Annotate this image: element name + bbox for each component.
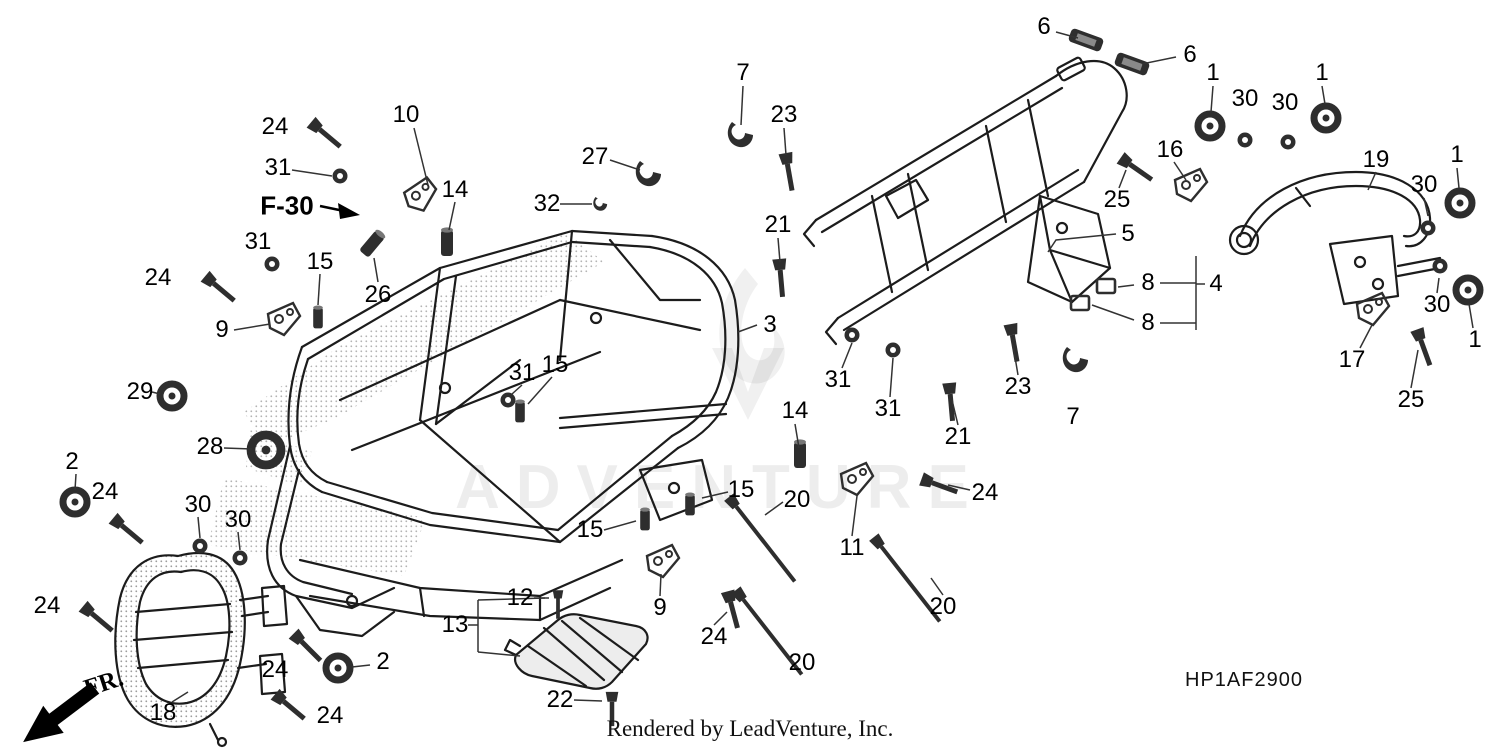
part-callout-3: 3 (763, 311, 777, 338)
part-callout-2: 2 (65, 448, 79, 475)
part-callout-25: 25 (1397, 386, 1425, 413)
part-callout-24: 24 (700, 623, 728, 650)
part-callout-23: 23 (1004, 373, 1032, 400)
part-callout-20: 20 (783, 486, 811, 513)
part-callout-12: 12 (506, 584, 534, 611)
part-callout-4: 4 (1209, 270, 1223, 297)
part-callout-31: 31 (244, 228, 272, 255)
part-callout-15: 15 (306, 248, 334, 275)
part-callout-1: 1 (1450, 141, 1464, 168)
grab-bar (1228, 170, 1442, 306)
part-callout-31: 31 (874, 395, 902, 422)
part-callout-11: 11 (839, 534, 865, 561)
part-callout-30: 30 (1423, 291, 1451, 318)
part-callout-25: 25 (1103, 186, 1131, 213)
part-callout-7: 7 (1066, 403, 1080, 430)
part-callout-24: 24 (91, 478, 119, 505)
part-callout-9: 9 (215, 316, 229, 343)
part-callout-1: 1 (1315, 59, 1329, 86)
part-callout-31: 31 (824, 366, 852, 393)
part-callout-16: 16 (1156, 136, 1184, 163)
shading-dots (208, 232, 604, 576)
part-callout-24: 24 (971, 479, 999, 506)
main-frame (266, 229, 740, 638)
footer-credit: Rendered by LeadVenture, Inc. (606, 716, 894, 741)
part-callout-20: 20 (788, 649, 816, 676)
part-callout-15: 15 (576, 516, 604, 543)
leader-lines (74, 31, 1474, 703)
part-callout-24: 24 (261, 113, 289, 140)
part-callout-30: 30 (224, 506, 252, 533)
part-callout-10: 10 (392, 101, 420, 128)
part-callout-29: 29 (126, 378, 154, 405)
part-callout-30: 30 (184, 491, 212, 518)
front-bumper (114, 551, 289, 748)
front-direction-arrow (23, 682, 100, 743)
section-ref-f30: F-30 (260, 190, 314, 221)
part-callout-26: 26 (364, 281, 392, 308)
part-callout-27: 27 (581, 143, 609, 170)
part-callout-24: 24 (144, 264, 172, 291)
part-callout-15: 15 (541, 351, 569, 378)
part-callout-31: 31 (508, 359, 536, 386)
part-callout-8: 8 (1141, 269, 1155, 296)
part-callout-14: 14 (781, 397, 809, 424)
part-callout-7: 7 (736, 59, 750, 86)
part-callout-2: 2 (376, 648, 390, 675)
part-callout-21: 21 (944, 423, 972, 450)
part-callout-30: 30 (1410, 171, 1438, 198)
part-callout-18: 18 (149, 699, 177, 726)
rear-subframe (802, 56, 1128, 346)
part-callout-30: 30 (1271, 89, 1299, 116)
part-callout-24: 24 (316, 702, 344, 729)
part-callout-15: 15 (727, 476, 755, 503)
part-callout-31: 31 (264, 154, 292, 181)
part-callout-19: 19 (1362, 146, 1390, 173)
part-callout-1: 1 (1206, 59, 1220, 86)
part-callout-6: 6 (1037, 13, 1051, 40)
part-callout-6: 6 (1183, 41, 1197, 68)
part-callout-21: 21 (764, 211, 792, 238)
part-callout-5: 5 (1121, 220, 1135, 247)
part-callout-1: 1 (1468, 326, 1482, 353)
part-callout-8: 8 (1141, 309, 1155, 336)
part-callout-28: 28 (196, 433, 224, 460)
part-callout-23: 23 (770, 101, 798, 128)
part-callout-32: 32 (533, 190, 561, 217)
part-callout-13: 13 (441, 611, 469, 638)
part-callout-22: 22 (546, 686, 574, 713)
part-callout-20: 20 (929, 593, 957, 620)
part-callout-14: 14 (441, 176, 469, 203)
part-callout-9: 9 (653, 594, 667, 621)
part-callout-24: 24 (33, 592, 61, 619)
skid-plate (503, 613, 649, 690)
diagram-code: HP1AF2900 (1185, 669, 1303, 691)
section-ref-arrow (319, 203, 360, 219)
watermark-flame (712, 268, 785, 420)
part-callout-24: 24 (261, 656, 289, 683)
part-callout-30: 30 (1231, 85, 1259, 112)
part-callout-17: 17 (1338, 346, 1366, 373)
